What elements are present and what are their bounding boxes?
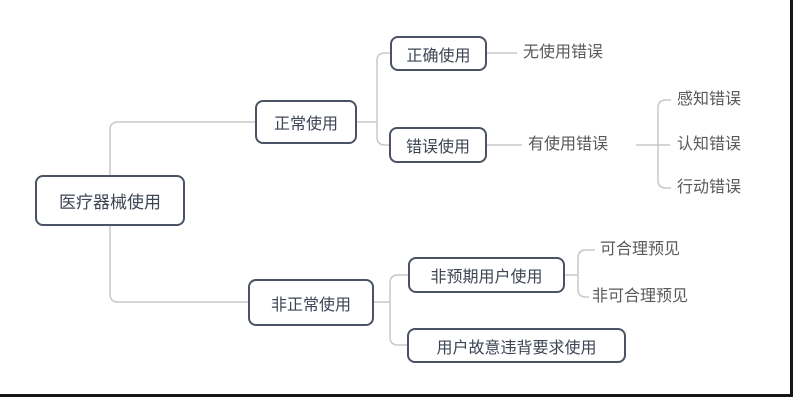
label-has-use-error[interactable]: 有使用错误 <box>528 136 609 153</box>
label-action-error[interactable]: 行动错误 <box>677 179 742 196</box>
node-intentional-violation-use[interactable]: 用户故意违背要求使用 <box>407 328 626 363</box>
connector-to-reasonably-foreseeable <box>577 249 595 275</box>
connector-to-perception-error <box>657 99 671 145</box>
label-not-reasonably-foreseeable[interactable]: 非可合理预见 <box>592 288 689 305</box>
node-incorrect-use[interactable]: 错误使用 <box>389 127 487 163</box>
label-no-use-error[interactable]: 无使用错误 <box>523 44 604 61</box>
label-perception-error[interactable]: 感知错误 <box>677 91 742 108</box>
label-reasonably-foreseeable[interactable]: 可合理预见 <box>600 241 681 258</box>
connector-to-not-reasonably-foreseeable <box>577 275 589 298</box>
node-normal-use[interactable]: 正常使用 <box>255 100 357 144</box>
node-correct-use[interactable]: 正确使用 <box>390 36 487 71</box>
window-bottom-edge <box>0 394 793 397</box>
window-right-edge <box>790 0 793 397</box>
connector-root-to-abnormal-use <box>109 226 248 303</box>
connector-to-action-error <box>657 145 671 189</box>
connector-to-incorrect-use <box>376 122 389 146</box>
node-abnormal-use[interactable]: 非正常使用 <box>248 279 374 326</box>
connector-to-correct-use <box>376 52 390 122</box>
connector-root-to-normal-use <box>109 121 255 175</box>
connector-to-unintended-user-use <box>389 274 408 302</box>
node-unintended-user-use[interactable]: 非预期用户使用 <box>408 257 565 293</box>
label-cognition-error[interactable]: 认知错误 <box>677 136 742 153</box>
node-medical-device-use[interactable]: 医疗器械使用 <box>35 175 185 226</box>
connector-to-intentional-violation-use <box>389 302 407 346</box>
